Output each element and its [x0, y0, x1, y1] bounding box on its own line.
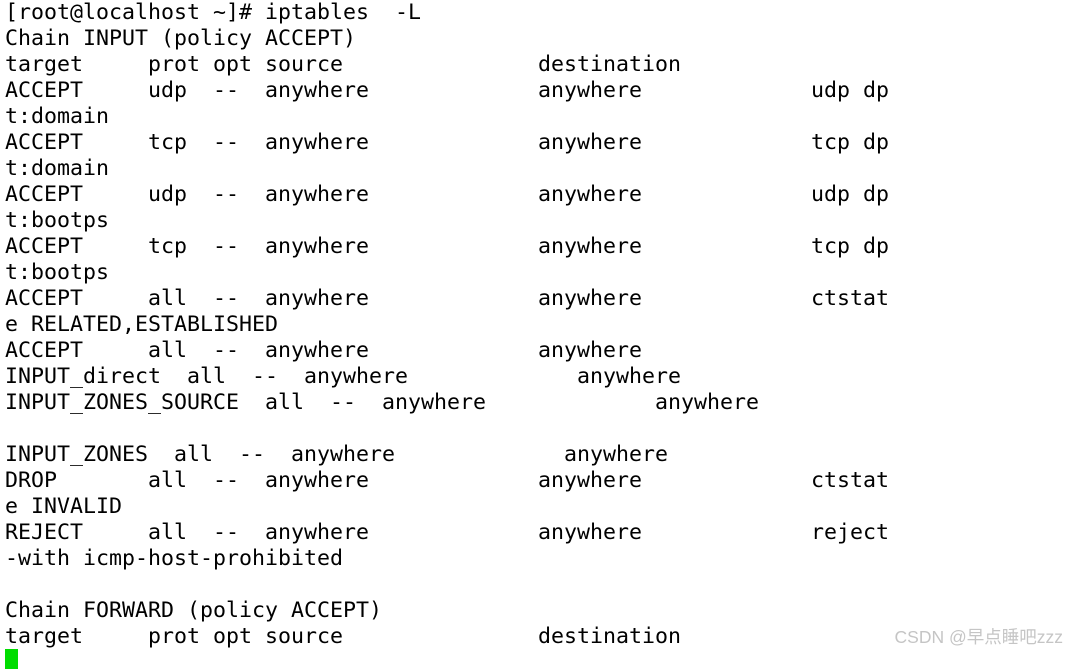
- terminal-line: ACCEPT udp -- anywhere anywhere udp dp: [5, 78, 890, 103]
- terminal-line: INPUT_ZONES_SOURCE all -- anywhere anywh…: [5, 390, 760, 415]
- terminal-line: -with icmp-host-prohibited: [5, 546, 344, 571]
- terminal-line: e RELATED,ESTABLISHED: [5, 312, 279, 337]
- terminal-line: e INVALID: [5, 494, 123, 519]
- terminal-line: REJECT all -- anywhere anywhere reject: [5, 520, 890, 545]
- terminal-line: target prot opt source destination: [5, 624, 682, 649]
- terminal-line: ACCEPT all -- anywhere anywhere ctstat: [5, 286, 890, 311]
- terminal-line: [5, 572, 889, 598]
- terminal-line: t:bootps: [5, 208, 110, 233]
- terminal-line: t:domain: [5, 156, 110, 181]
- terminal-line: target prot opt source destination: [5, 52, 682, 77]
- terminal-line: ACCEPT udp -- anywhere anywhere udp dp: [5, 182, 890, 207]
- terminal-line: t:bootps: [5, 260, 110, 285]
- terminal-line: INPUT_direct all -- anywhere anywhere: [5, 364, 682, 389]
- terminal-line: Chain INPUT (policy ACCEPT): [5, 26, 357, 51]
- terminal-line: [root@localhost ~]# iptables -L: [5, 0, 422, 25]
- terminal-line: DROP all -- anywhere anywhere ctstat: [5, 468, 890, 493]
- terminal-line: t:domain: [5, 104, 110, 129]
- terminal-line: [5, 416, 889, 442]
- terminal-line: Chain FORWARD (policy ACCEPT): [5, 598, 383, 623]
- watermark-text: CSDN @早点睡吧zzz: [894, 627, 1063, 647]
- terminal-line: ACCEPT tcp -- anywhere anywhere tcp dp: [5, 130, 890, 155]
- terminal-line: ACCEPT tcp -- anywhere anywhere tcp dp: [5, 234, 890, 259]
- terminal-line: ACCEPT all -- anywhere anywhere: [5, 338, 643, 363]
- terminal-cursor: [5, 649, 18, 669]
- terminal-line: INPUT_ZONES all -- anywhere anywhere: [5, 442, 669, 467]
